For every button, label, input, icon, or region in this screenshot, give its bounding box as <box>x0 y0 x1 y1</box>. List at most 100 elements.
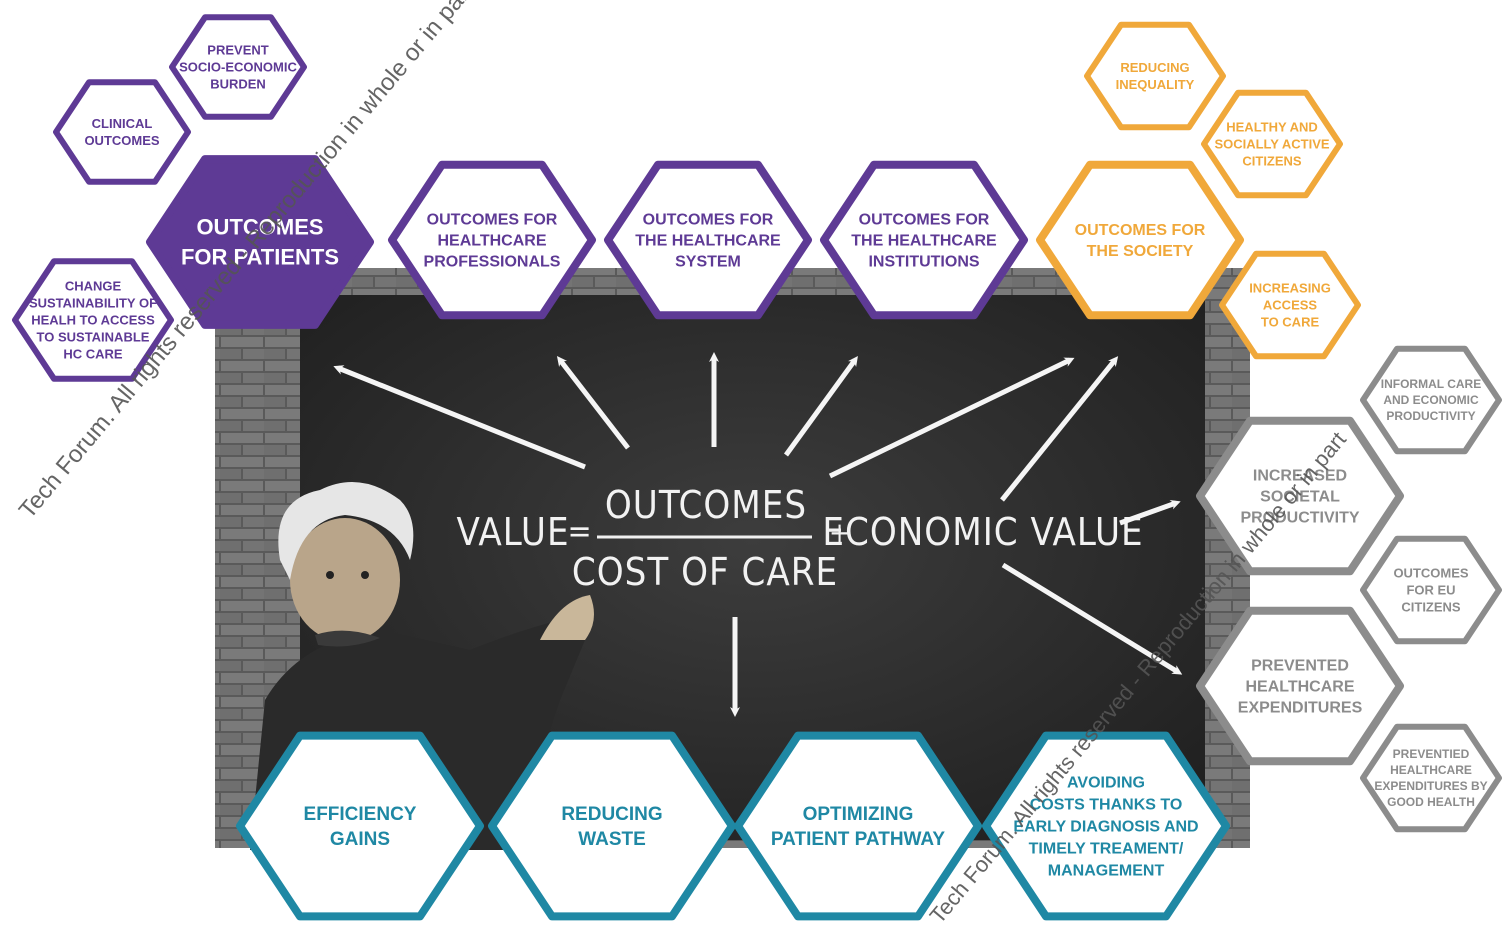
hex-outcomes-institutions: OUTCOMES FOR THE HEALTHCARE INSTITUTIONS <box>820 160 1028 320</box>
chalk-equals-sign: = <box>567 512 592 550</box>
hex-prevented-good-health-label-3: EXPENDITURES BY <box>1374 779 1487 793</box>
hex-societal-productivity-label-1: INCREASED <box>1253 468 1347 485</box>
arrow-to-society-left <box>828 357 1075 479</box>
hex-avoiding-costs-label-5: MANAGEMENT <box>1048 863 1165 880</box>
hex-outcomes-society-shape <box>1036 160 1244 320</box>
hex-outcomes-patients-label-1: OUTCOMES <box>196 215 323 240</box>
hex-outcomes-professionals-label-3: PROFESSIONALS <box>424 254 561 271</box>
hex-informal-care-label-3: PRODUCTIVITY <box>1386 409 1475 423</box>
hex-avoiding-costs-label-3: EARLY DIAGNOSIS AND <box>1013 819 1198 836</box>
hex-outcomes-system-shape <box>604 160 812 320</box>
hex-eu-citizens: OUTCOMES FOR EU CITIZENS <box>1360 535 1502 645</box>
hex-outcomes-patients-label-2: FOR PATIENTS <box>181 245 339 270</box>
arrow-to-institutions <box>783 355 858 457</box>
hex-prevented-good-health-label-1: PREVENTIED <box>1393 747 1470 761</box>
hex-eu-citizens-label-2: FOR EU <box>1406 583 1455 598</box>
hex-eu-citizens-label-1: OUTCOMES <box>1393 566 1468 581</box>
hex-change-sustainability-label-1: CHANGE <box>65 279 122 294</box>
hex-patient-pathway-shape <box>734 731 982 921</box>
hex-outcomes-system-label-3: SYSTEM <box>675 254 741 271</box>
hex-reducing-waste-label-1: REDUCING <box>561 804 662 825</box>
hex-outcomes-system: OUTCOMES FOR THE HEALTHCARE SYSTEM <box>604 160 812 320</box>
hex-avoiding-costs: AVOIDING COSTS THANKS TO EARLY DIAGNOSIS A… <box>982 731 1230 921</box>
hex-prevented-expenditures-label-1: PREVENTED <box>1251 658 1349 675</box>
hex-change-sustainability-label-4: TO SUSTAINABLE <box>37 330 150 345</box>
arrow-to-expenditures <box>1001 562 1183 675</box>
hex-informal-care-label-2: AND ECONOMIC <box>1383 393 1479 407</box>
hex-prevent-burden-label-1: PREVENT <box>207 43 268 58</box>
hex-healthy-citizens-label-2: SOCIALLY ACTIVE <box>1214 137 1329 152</box>
hex-reducing-inequality-label-2: INEQUALITY <box>1116 77 1195 92</box>
hex-outcomes-system-label-1: OUTCOMES FOR <box>643 212 774 229</box>
hex-change-sustainability-label-2: SUSTAINABILITY OF <box>29 296 157 311</box>
hex-reducing-inequality: REDUCING INEQUALITY <box>1084 21 1226 131</box>
hex-reducing-inequality-shape <box>1084 21 1226 131</box>
hex-outcomes-institutions-shape <box>820 160 1028 320</box>
hex-reducing-waste-label-2: WASTE <box>578 829 646 850</box>
hex-reducing-inequality-label-1: REDUCING <box>1120 60 1189 75</box>
hex-healthy-citizens-shape <box>1201 89 1343 199</box>
hex-outcomes-institutions-label-3: INSTITUTIONS <box>868 254 979 271</box>
hex-efficiency-gains: EFFICIENCY GAINS <box>236 731 484 921</box>
hex-outcomes-patients: OUTCOMES FOR PATIENTS <box>146 155 374 329</box>
chalk-denominator: COST OF CARE <box>572 550 838 594</box>
hex-change-sustainability: CHANGE SUSTAINABILITY OF HEALH TO ACCESS TO… <box>12 258 174 382</box>
hex-clinical-outcomes-shape <box>53 79 191 185</box>
hex-healthy-citizens-label-3: CITIZENS <box>1242 154 1302 169</box>
chalk-value-word: VALUE <box>456 510 569 554</box>
hex-outcomes-institutions-label-1: OUTCOMES FOR <box>859 212 990 229</box>
hex-avoiding-costs-label-4: TIMELY TREAMENT/ <box>1029 841 1184 858</box>
hex-patient-pathway: OPTIMIZING PATIENT PATHWAY <box>734 731 982 921</box>
hex-outcomes-society-label-2: THE SOCIETY <box>1087 243 1194 260</box>
hex-informal-care-label-1: INFORMAL CARE <box>1381 377 1481 391</box>
hex-change-sustainability-label-5: HC CARE <box>63 347 123 362</box>
hex-societal-productivity-label-3: PRODUCTIVITY <box>1240 510 1359 527</box>
arrow-to-productivity <box>1119 499 1181 526</box>
chalk-arrows <box>333 352 1183 717</box>
hex-efficiency-gains-label-1: EFFICIENCY <box>304 804 417 825</box>
hex-prevented-expenditures-shape <box>1196 606 1404 766</box>
hex-clinical-outcomes-label-1: CLINICAL <box>92 116 153 131</box>
arrow-to-society-right <box>1000 356 1119 502</box>
hex-prevented-expenditures: PREVENTED HEALTHCARE EXPENDITURES <box>1196 606 1404 766</box>
hex-patient-pathway-label-2: PATIENT PATHWAY <box>771 829 946 850</box>
hex-outcomes-system-label-2: THE HEALTHCARE <box>635 233 781 250</box>
hex-efficiency-gains-label-2: GAINS <box>330 829 390 850</box>
hex-outcomes-professionals-label-2: HEALTHCARE <box>437 233 546 250</box>
hex-prevented-good-health-shape <box>1360 723 1502 833</box>
hex-increasing-access-shape <box>1219 250 1361 360</box>
hex-avoiding-costs-label-1: AVOIDING <box>1067 775 1145 792</box>
hex-eu-citizens-shape <box>1360 535 1502 645</box>
hex-eu-citizens-label-3: CITIZENS <box>1401 600 1461 615</box>
chalk-plus-sign: + <box>829 516 851 549</box>
hex-efficiency-gains-shape <box>236 731 484 921</box>
hex-increasing-access-label-2: ACCESS <box>1263 298 1318 313</box>
hex-healthy-citizens: HEALTHY AND SOCIALLY ACTIVE CITIZENS <box>1201 89 1343 199</box>
hex-outcomes-institutions-label-2: THE HEALTHCARE <box>851 233 997 250</box>
hex-clinical-outcomes-label-2: OUTCOMES <box>84 133 159 148</box>
hex-outcomes-professionals-shape <box>388 160 596 320</box>
hex-prevented-good-health-label-2: HEALTHCARE <box>1390 763 1472 777</box>
hex-clinical-outcomes: CLINICAL OUTCOMES <box>53 79 191 185</box>
hex-prevented-expenditures-label-2: HEALTHCARE <box>1245 679 1354 696</box>
hex-healthy-citizens-label-1: HEALTHY AND <box>1226 120 1317 135</box>
hex-prevented-expenditures-label-3: EXPENDITURES <box>1238 700 1363 717</box>
hex-avoiding-costs-label-2: COSTS THANKS TO <box>1030 797 1183 814</box>
hex-avoiding-costs-shape <box>982 731 1230 921</box>
chalk-economic-value: ECONOMIC VALUE <box>822 510 1143 554</box>
hex-outcomes-society-label-1: OUTCOMES FOR <box>1075 222 1206 239</box>
hex-societal-productivity-shape <box>1196 416 1404 576</box>
chalk-numerator: OUTCOMES <box>605 483 807 527</box>
hex-reducing-waste: REDUCING WASTE <box>488 731 736 921</box>
arrow-to-professionals <box>556 356 630 450</box>
hex-patient-pathway-label-1: OPTIMIZING <box>803 804 914 825</box>
hex-change-sustainability-label-3: HEALH TO ACCESS <box>31 313 155 328</box>
hex-informal-care-shape <box>1360 345 1502 455</box>
arrow-to-patients <box>333 365 586 470</box>
